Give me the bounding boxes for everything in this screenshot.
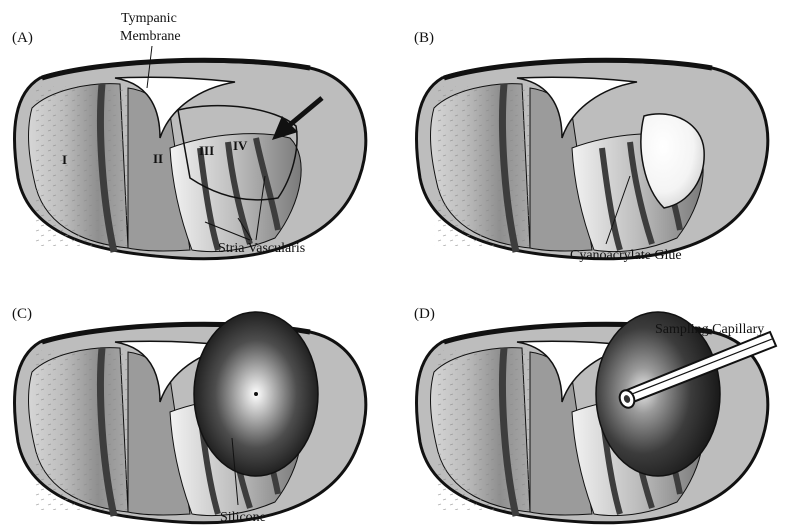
panel-label-b: (B) (414, 30, 434, 46)
cochlea-drawing-a (14, 60, 365, 258)
panel-label-a: (A) (12, 30, 33, 46)
cochlea-drawing-d (416, 312, 767, 523)
region-label-ii: II (153, 151, 163, 166)
panel-b: (B) Cyanoacrylate Glue (414, 30, 768, 263)
silicone-center-dot (254, 392, 258, 396)
tympanic-membrane-label: Tympanic (121, 11, 177, 26)
silicone-label: Silicone (220, 510, 266, 525)
region-label-iii: III (199, 143, 214, 158)
sampling-capillary-label: Sampling Capillary (655, 322, 764, 337)
panel-c: (C) Silicone (12, 306, 366, 525)
panel-label-c: (C) (12, 306, 32, 322)
panel-label-d: (D) (414, 306, 435, 322)
tympanic-membrane-label-line2: Membrane (120, 29, 181, 44)
panel-d: (D) Sampling Capillary (414, 306, 776, 523)
cochlea-drawing-b (416, 60, 767, 258)
cochlea-drawing-c (14, 312, 365, 523)
region-label-iv: IV (233, 138, 248, 153)
region-label-i: I (62, 152, 67, 167)
stria-vascularis-label: Stria Vascularis (218, 241, 305, 256)
cyanoacrylate-glue-label: Cyanoacrylate Glue (570, 248, 682, 263)
panel-a: (A) I II III IV Tympanic Membrane Stria … (12, 11, 366, 259)
